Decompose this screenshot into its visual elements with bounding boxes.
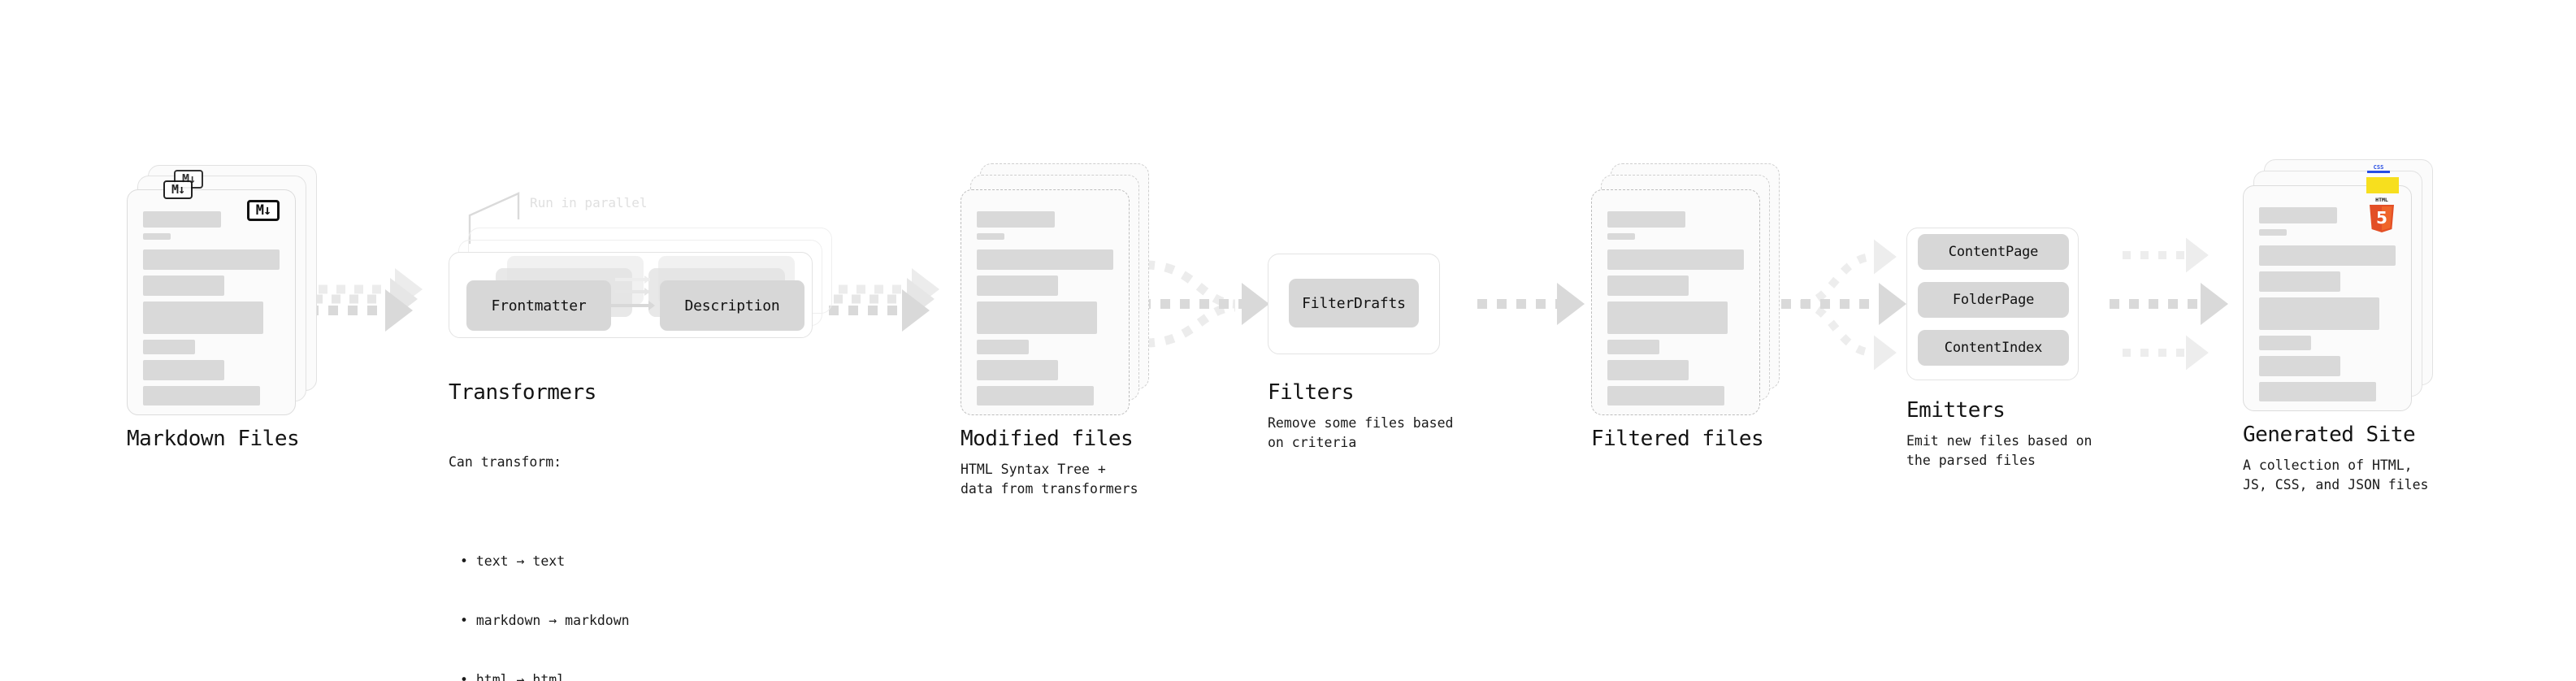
emitters-title: Emitters <box>1906 398 2006 423</box>
skeleton-bars <box>1607 211 1745 411</box>
transformers-caption: Can transform: • text → text • markdown … <box>449 413 630 681</box>
arrow-filtered-to-emitters <box>1781 239 1906 371</box>
skeleton-bar <box>977 233 1004 240</box>
skeleton-bar <box>2259 382 2376 401</box>
skeleton-bar <box>143 386 260 406</box>
skeleton-bar <box>1607 301 1728 334</box>
skeleton-bar <box>1607 340 1659 354</box>
skeleton-bars <box>977 211 1114 411</box>
skeleton-bar <box>977 301 1097 334</box>
skeleton-bar <box>143 249 280 270</box>
modified-files-title: Modified files <box>961 427 1134 451</box>
filtered-files-title: Filtered files <box>1591 427 1764 451</box>
skeleton-bar <box>143 233 171 240</box>
skeleton-bar <box>1607 249 1744 270</box>
html5-icon: HTML 5 <box>2370 197 2394 232</box>
css-icon: CSS <box>2367 164 2390 173</box>
skeleton-bar <box>143 211 221 228</box>
bullet-text: • text → text <box>460 553 566 569</box>
filters-title: Filters <box>1268 380 1355 405</box>
skeleton-bar <box>2259 229 2287 236</box>
run-in-parallel-label: Run in parallel <box>530 195 648 210</box>
arrow-md-to-transformers <box>309 268 423 332</box>
transformers-caption-heading: Can transform: <box>449 453 562 470</box>
chip-contentpage[interactable]: ContentPage <box>1918 234 2069 270</box>
markdown-file-card[interactable] <box>127 189 296 415</box>
html5-badge: HTML 5 <box>2366 196 2397 232</box>
skeleton-bar <box>1607 211 1685 228</box>
emitters-caption: Emit new files based on the parsed files <box>1906 433 2092 469</box>
modified-files-caption: HTML Syntax Tree + data from transformer… <box>961 462 1138 497</box>
arrow-filters-to-filtered <box>1477 283 1585 325</box>
chip-filterdrafts[interactable]: FilterDrafts <box>1289 279 1419 327</box>
skeleton-bars <box>2259 207 2396 407</box>
arrow-transformers-to-modified <box>829 268 939 332</box>
filters-caption: Remove some files based on criteria <box>1268 415 1454 451</box>
skeleton-bar <box>2259 271 2340 292</box>
skeleton-bar <box>977 211 1055 228</box>
arrow-emitters-to-site <box>2110 237 2228 371</box>
markdown-badge: M↓ <box>247 200 280 221</box>
transformers-bullet-list: • text → text • markdown → markdown • ht… <box>449 512 630 681</box>
chip-frontmatter[interactable]: Frontmatter <box>466 280 611 331</box>
skeleton-bar <box>2259 336 2311 350</box>
skeleton-bar <box>977 340 1029 354</box>
skeleton-bar <box>143 301 263 334</box>
skeleton-bar <box>2259 207 2337 223</box>
skeleton-bar <box>977 275 1058 296</box>
skeleton-bar <box>1607 360 1689 380</box>
skeleton-bar <box>1607 233 1635 240</box>
skeleton-bar <box>1607 275 1689 296</box>
arrow-modified-to-filters <box>1141 260 1269 348</box>
skeleton-bar <box>2259 245 2396 266</box>
skeleton-bar <box>977 360 1058 380</box>
svg-text:5: 5 <box>2376 208 2387 228</box>
generated-site-caption: A collection of HTML, JS, CSS, and JSON … <box>2243 458 2429 493</box>
generated-site-title: Generated Site <box>2243 423 2416 447</box>
bullet-html: • html → html <box>460 672 566 681</box>
transformers-title: Transformers <box>449 380 596 405</box>
skeleton-bar <box>977 386 1094 406</box>
markdown-badge-mid: M↓ <box>163 180 193 199</box>
skeleton-bar <box>143 340 195 354</box>
chip-contentindex[interactable]: ContentIndex <box>1918 330 2069 366</box>
skeleton-bar <box>977 249 1113 270</box>
js-badge <box>2366 177 2399 193</box>
filtered-file-card[interactable] <box>1591 189 1760 415</box>
svg-text:CSS: CSS <box>2374 164 2384 171</box>
modified-file-card[interactable] <box>961 189 1130 415</box>
svg-text:HTML: HTML <box>2375 197 2388 203</box>
skeleton-bar <box>2259 356 2340 376</box>
css-badge: CSS <box>2365 163 2392 176</box>
chip-description[interactable]: Description <box>660 280 804 331</box>
markdown-files-title: Markdown Files <box>127 427 300 451</box>
bullet-markdown: • markdown → markdown <box>460 613 630 629</box>
skeleton-bar <box>1607 386 1724 406</box>
chip-folderpage[interactable]: FolderPage <box>1918 282 2069 318</box>
skeleton-bar <box>2259 297 2379 330</box>
skeleton-bars <box>143 211 280 411</box>
skeleton-bar <box>143 360 224 380</box>
skeleton-bar <box>143 275 224 296</box>
